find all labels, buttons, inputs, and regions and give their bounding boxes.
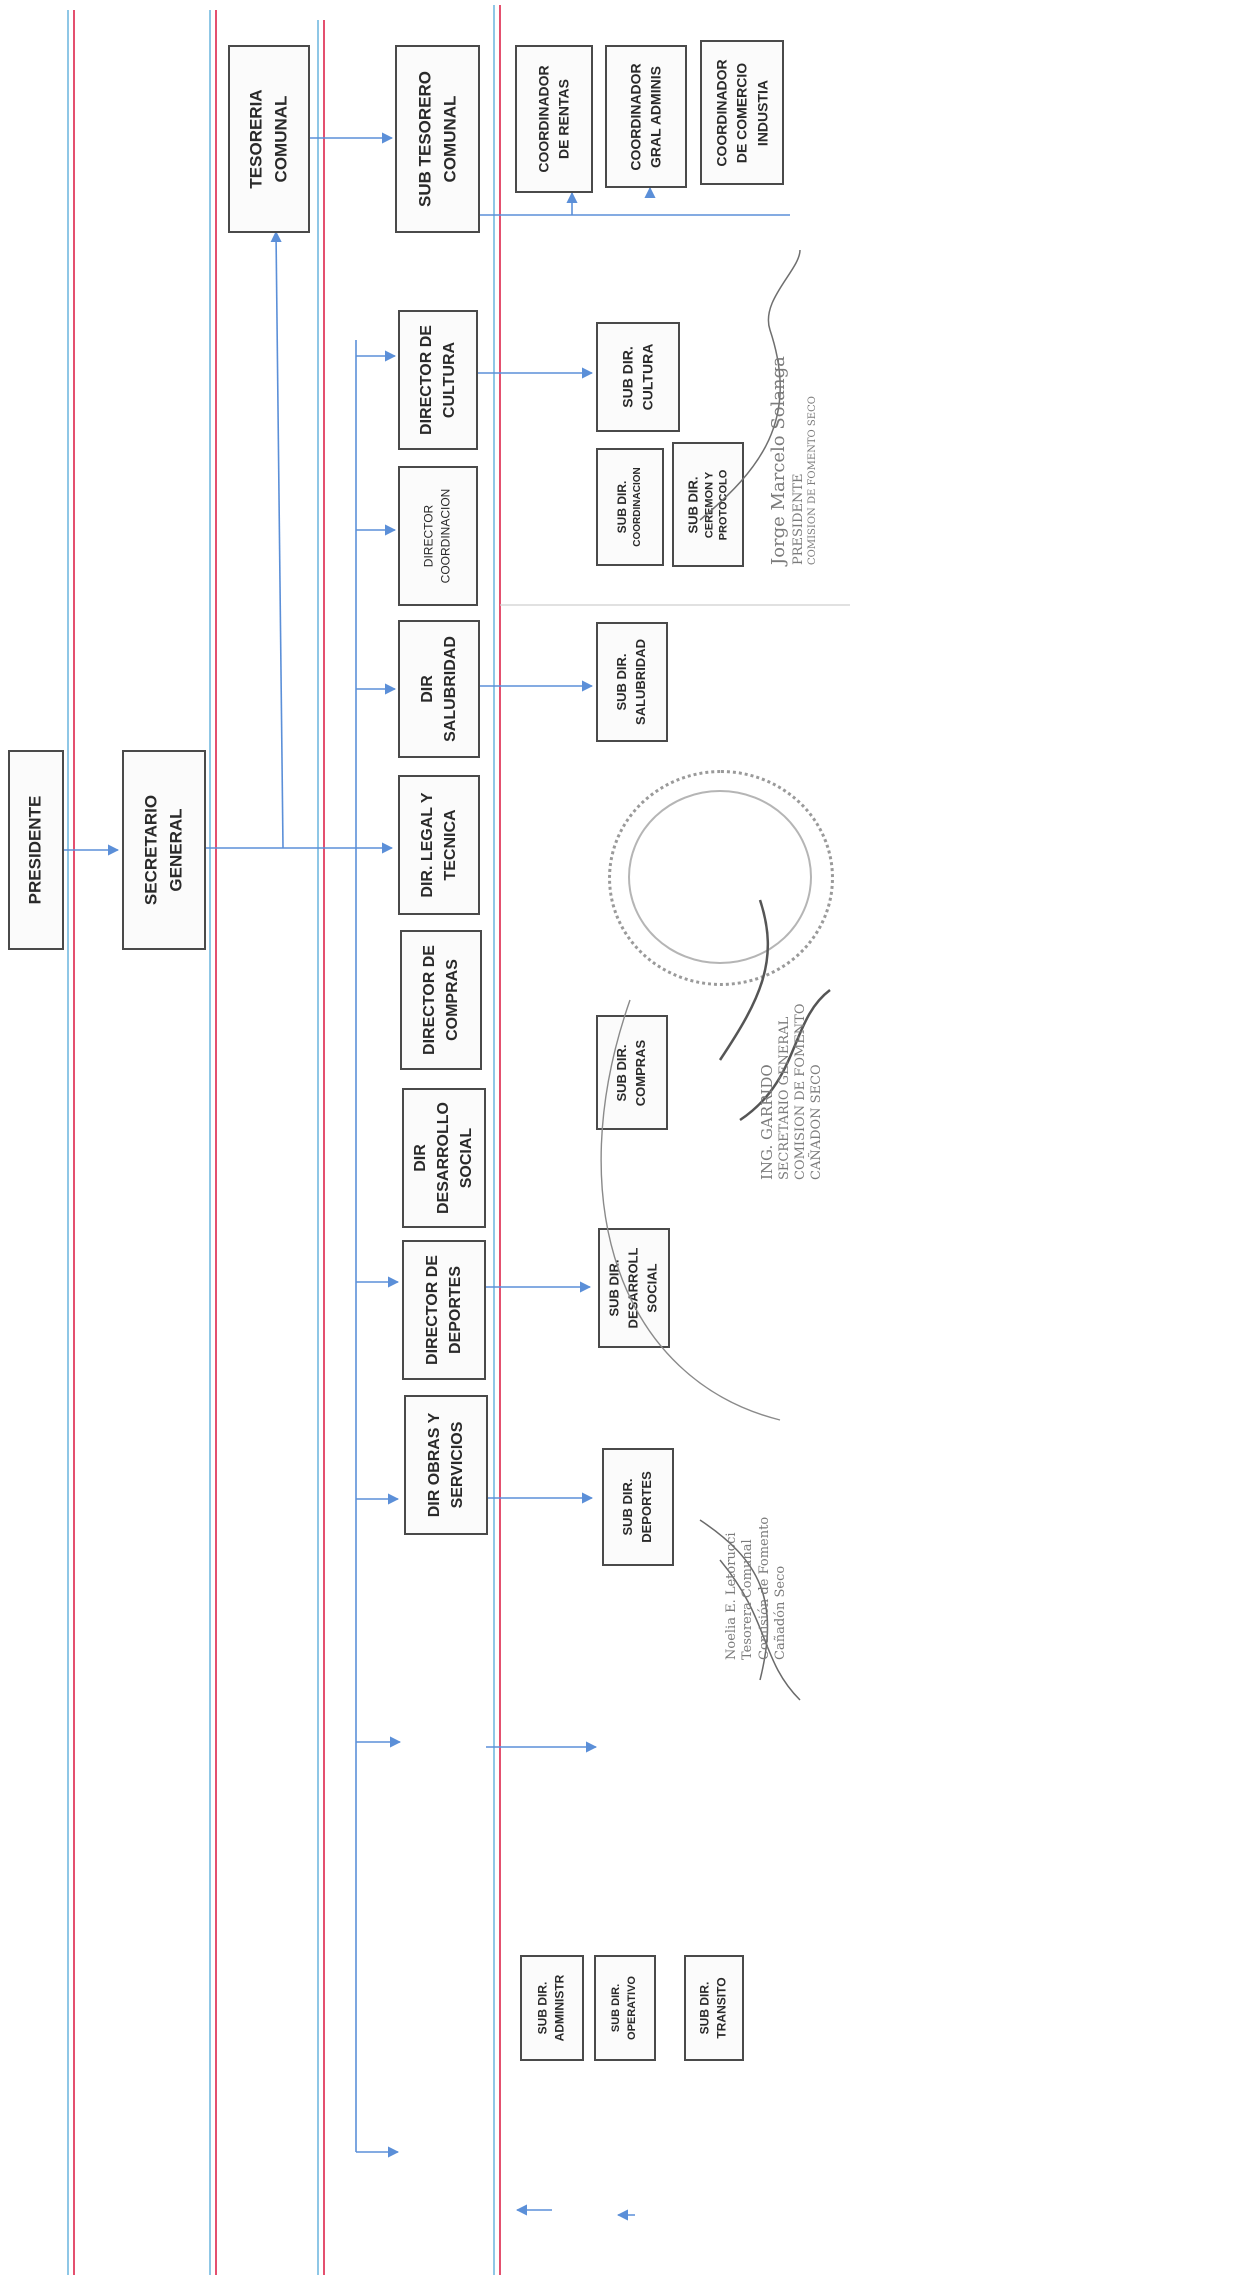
director-compras-box: DIRECTOR DE COMPRAS	[400, 930, 482, 1070]
coordinador-gral-adminis-box: COORDINADOR GRAL ADMINIS	[605, 45, 687, 188]
guide-lines	[67, 5, 501, 2275]
sig3-title: Tesorera Comunal	[740, 1539, 756, 1660]
sig3-org: Comisión de Fomento	[756, 1516, 772, 1660]
sub-dir-cultura-box: SUB DIR. CULTURA	[596, 322, 680, 432]
sub-dir-operativo-box: SUB DIR. OPERATIVO	[594, 1955, 656, 2061]
sig2-title: SECRETARIO GENERAL	[776, 1016, 792, 1180]
presidente-box: PRESIDENTE	[8, 750, 64, 950]
dir-salubridad-box: DIR SALUBRIDAD	[398, 620, 480, 758]
dir-desarrollo-social-box: DIR DESARROLLO SOCIAL	[402, 1088, 486, 1228]
tesoreria-comunal-box: TESORERIA COMUNAL	[228, 45, 310, 233]
official-seal-inner-ring	[628, 790, 812, 964]
sub-dir-transito-box: SUB DIR. TRANSITO	[684, 1955, 744, 2061]
coordinador-comercio-box: COORDINADOR DE COMERCIO INDUSTIA	[700, 40, 784, 185]
sig2-place: CAÑADON SECO	[809, 1064, 825, 1180]
official-seal	[608, 770, 834, 986]
sig1-name: Jorge Marcelo Solanga	[768, 356, 789, 565]
director-cultura-box: DIRECTOR DE CULTURA	[398, 310, 478, 450]
sub-dir-compras-box: SUB DIR. COMPRAS	[596, 1015, 668, 1130]
sub-dir-ceremon-box: SUB DIR. CEREMON Y PROTOCOLO	[672, 442, 744, 567]
director-deportes-box: DIRECTOR DE DEPORTES	[402, 1240, 486, 1380]
sub-dir-deportes-box: SUB DIR. DEPORTES	[602, 1448, 674, 1566]
sig2-org: COMISION DE FOMENTO	[793, 1003, 808, 1180]
sub-dir-administr-box: SUB DIR. ADMINISTR	[520, 1955, 584, 2061]
sig3-place: Cañadón Seco	[772, 1565, 788, 1660]
connectors	[62, 132, 790, 2221]
sig1-org: COMISION DE FOMENTO SECO	[806, 396, 818, 565]
signature-presidente: Jorge Marcelo Solanga PRESIDENTE COMISIO…	[768, 356, 819, 565]
sub-dir-desarrollo-box: SUB DIR. DESARROLL SOCIAL	[598, 1228, 670, 1348]
dir-obras-servicios-box: DIR OBRAS Y SERVICIOS	[404, 1395, 488, 1535]
sub-dir-salubridad-box: SUB DIR. SALUBRIDAD	[596, 622, 668, 742]
sig2-name: ING. GARRIDO	[758, 1064, 776, 1180]
sub-dir-coordinacion-box: SUB DIR. COORDINACION	[596, 448, 664, 566]
signature-tesorera: Noelia E. Letorucci Tesorera Comunal Com…	[724, 1517, 789, 1660]
director-coordinacion-box: DIRECTOR COORDINACION	[398, 466, 478, 606]
sub-tesorero-comunal-box: SUB TESORERO COMUNAL	[395, 45, 480, 233]
sig3-name: Noelia E. Letorucci	[724, 1532, 739, 1660]
secretario-general-box: SECRETARIO GENERAL	[122, 750, 206, 950]
sig1-title: PRESIDENTE	[790, 473, 806, 565]
coordinador-rentas-box: COORDINADOR DE RENTAS	[515, 45, 593, 193]
dir-legal-tecnica-box: DIR. LEGAL Y TECNICA	[398, 775, 480, 915]
signature-secretario: ING. GARRIDO SECRETARIO GENERAL COMISION…	[758, 1004, 826, 1180]
